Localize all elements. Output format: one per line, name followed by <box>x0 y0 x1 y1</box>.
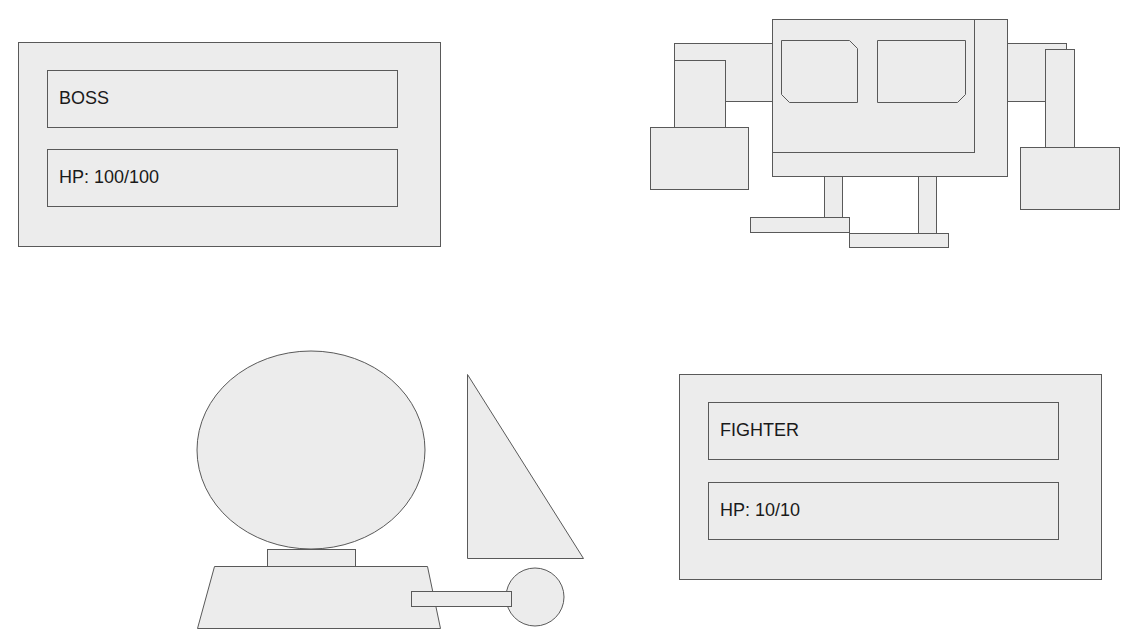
fighter-arm <box>412 592 512 607</box>
boss-panel <box>19 43 441 247</box>
robot-left-hand <box>651 128 749 190</box>
robot-left-leg <box>825 177 843 218</box>
fighter-base <box>198 567 441 629</box>
status-text: FIGHTER <box>709 420 810 442</box>
robot-left-foot <box>751 218 850 233</box>
hp-box: HP: 100/100 <box>47 149 398 207</box>
robot-body-back <box>773 20 1008 177</box>
status-text: HP: 10/10 <box>709 500 811 522</box>
fighter-hand <box>506 568 564 626</box>
robot-left-eye <box>782 41 858 103</box>
status-text: HP: 100/100 <box>48 167 170 189</box>
robot-left-arm <box>675 61 726 128</box>
name-box: FIGHTER <box>708 402 1059 460</box>
robot-right-foot <box>850 234 949 248</box>
name-box: BOSS <box>47 70 398 128</box>
robot-right-arm <box>1046 50 1075 148</box>
hp-box: HP: 10/10 <box>708 482 1059 540</box>
fighter-head <box>197 351 425 549</box>
fighter-neck <box>268 550 356 567</box>
status-text: BOSS <box>48 88 120 110</box>
robot-right-eye <box>878 41 966 103</box>
robot-body <box>773 20 975 153</box>
fighter-panel <box>680 375 1102 580</box>
robot-right-leg <box>919 177 937 234</box>
fighter-blade <box>468 375 584 559</box>
robot-right-hand <box>1021 148 1120 210</box>
